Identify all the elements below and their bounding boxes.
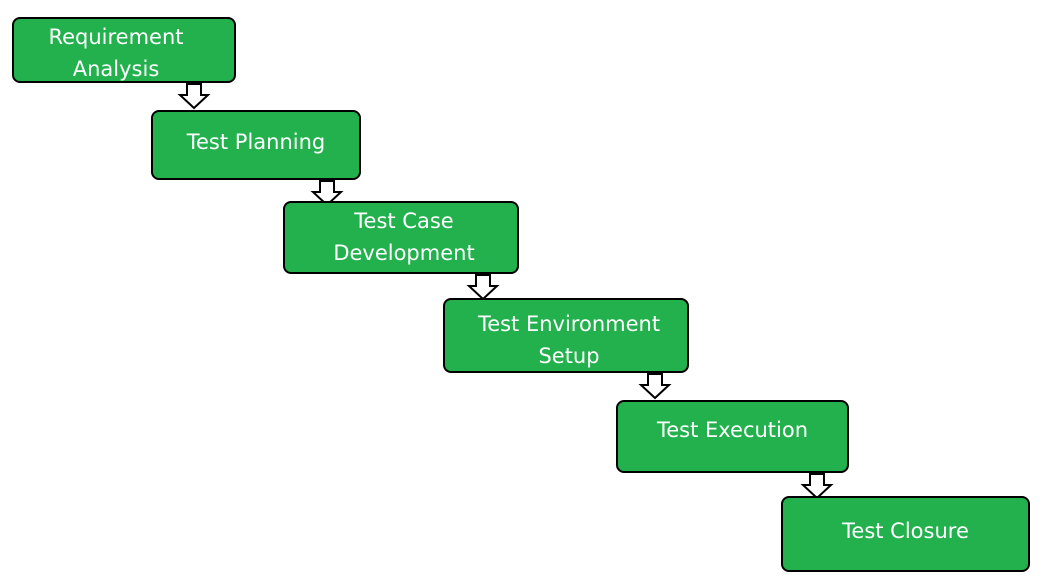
down-arrow-icon <box>800 473 834 500</box>
down-arrow-icon <box>310 180 344 207</box>
step-test-environment-setup: Test Environment Setup <box>443 298 689 373</box>
step-requirement-analysis: Requirement Analysis <box>12 17 236 83</box>
step-test-case-development: Test Case Development <box>283 201 519 274</box>
step-test-closure: Test Closure <box>781 496 1030 572</box>
step-label: Test Execution <box>656 418 809 442</box>
step-label: Test Planning <box>186 130 326 154</box>
down-arrow-icon <box>466 274 500 301</box>
down-arrow-icon <box>177 83 211 110</box>
step-label: Test Environment Setup <box>477 312 661 368</box>
step-label: Test Case Development <box>333 209 475 265</box>
step-test-planning: Test Planning <box>151 110 361 180</box>
step-test-execution: Test Execution <box>616 400 849 473</box>
step-label: Test Closure <box>842 519 969 543</box>
down-arrow-icon <box>638 373 672 400</box>
step-label: Requirement Analysis <box>48 25 184 81</box>
